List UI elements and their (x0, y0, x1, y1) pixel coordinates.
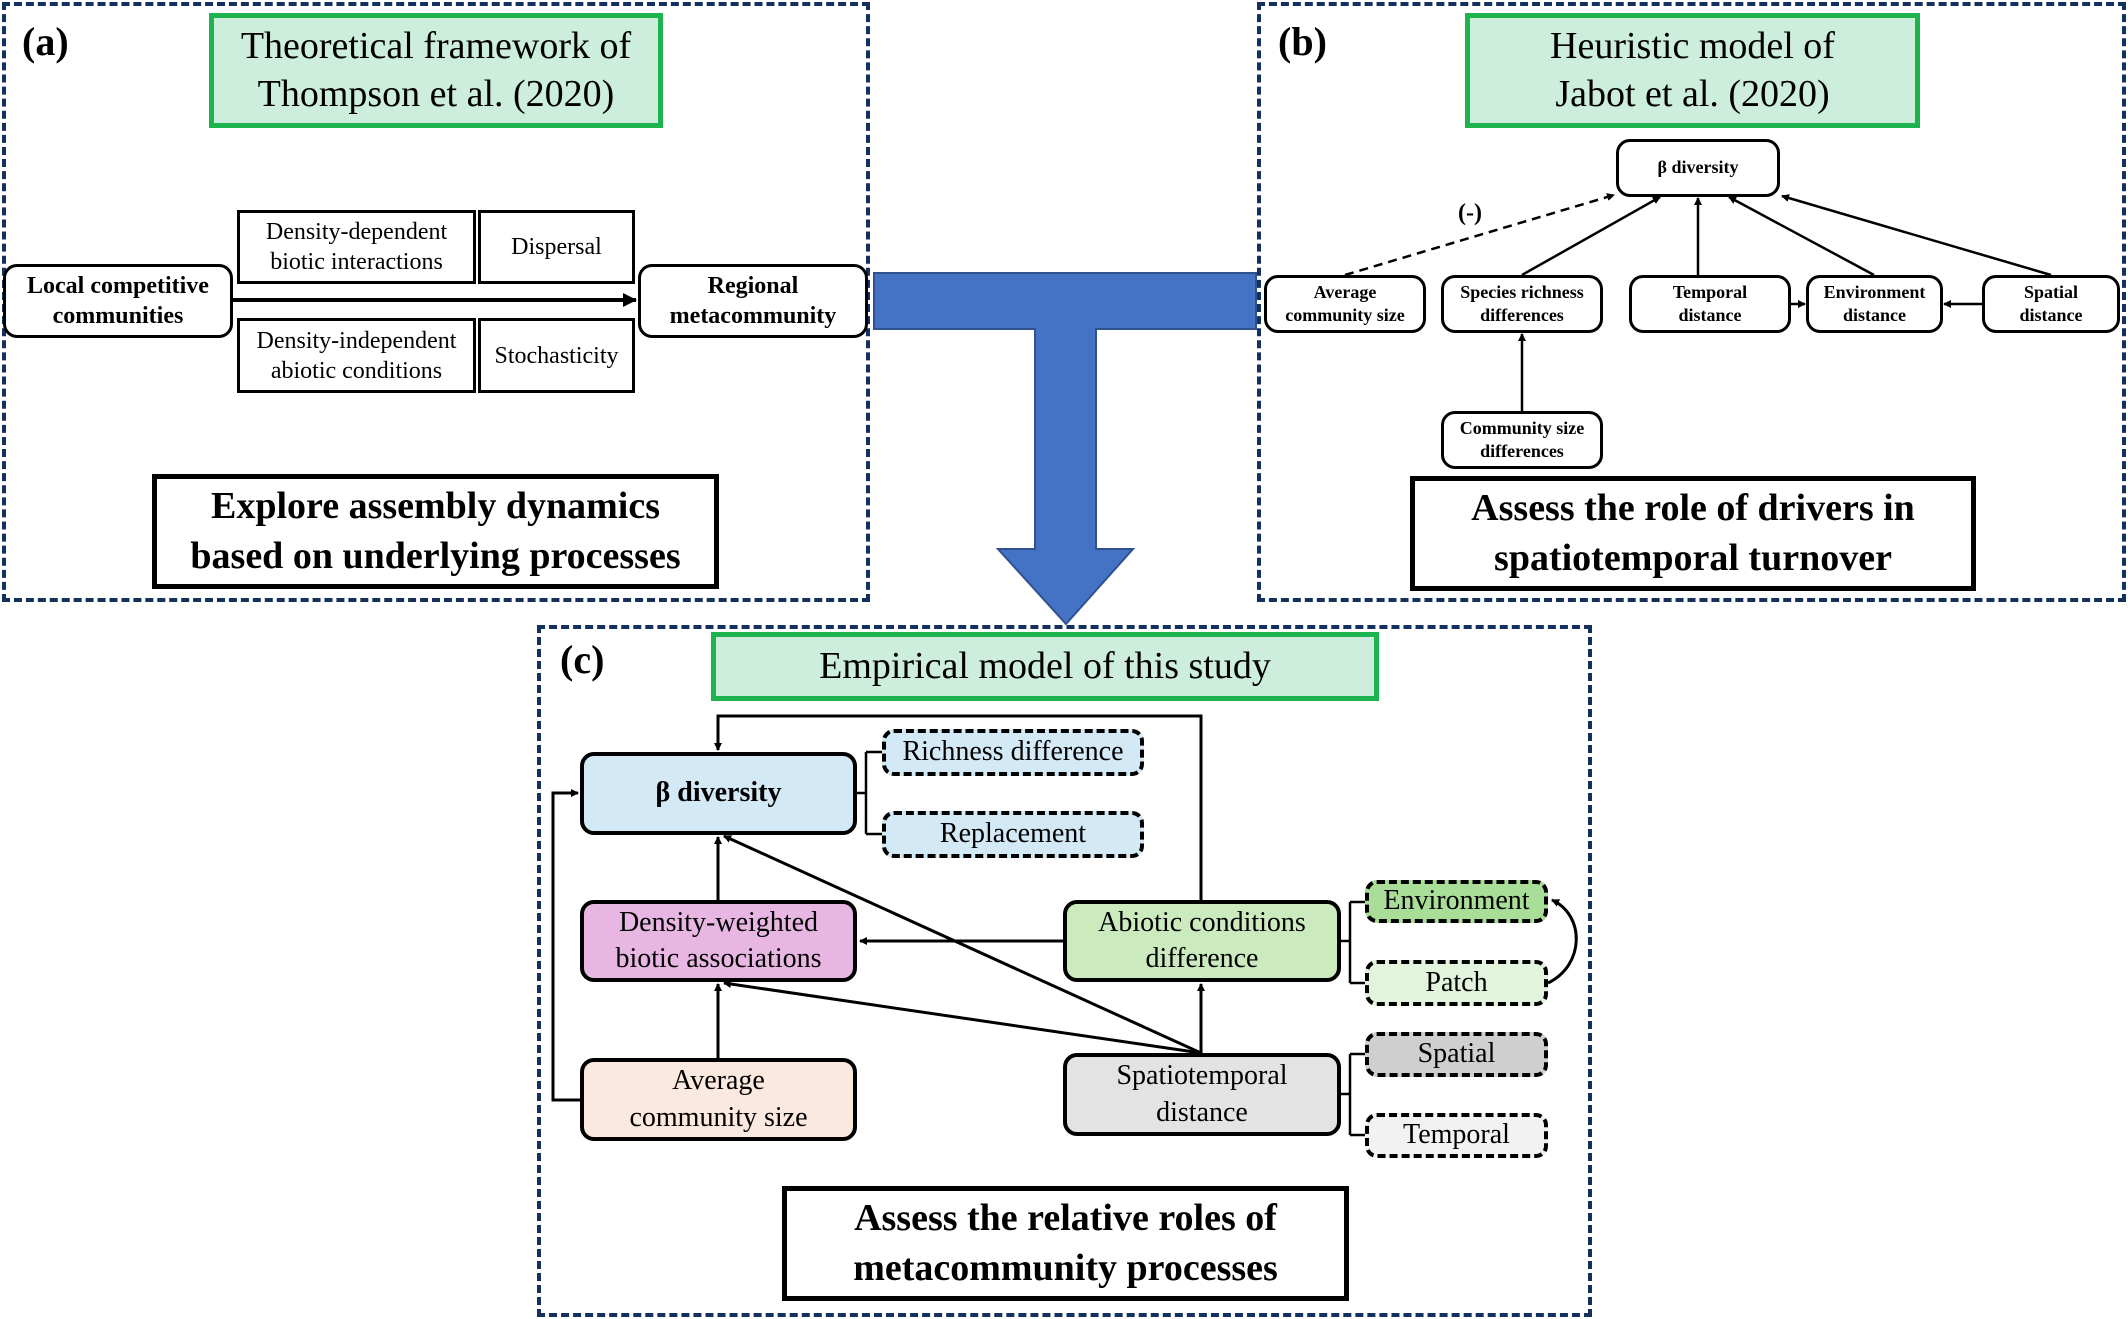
c-average-community-size-node: Average community size (580, 1058, 857, 1141)
panel-c-goal: Assess the relative roles of metacommuni… (782, 1186, 1349, 1301)
c-density-weighted-node: Density-weighted biotic associations (580, 900, 857, 982)
c-abiotic-conditions-node: Abiotic conditions difference (1063, 900, 1341, 982)
stochasticity-process: Stochasticity (478, 318, 635, 393)
panel-a-label: (a) (22, 19, 69, 64)
b-environment-distance-node: Environment distance (1806, 275, 1943, 333)
c-spatiotemporal-distance-node: Spatiotemporal distance (1063, 1053, 1341, 1136)
b-species-richness-node: Species richness differences (1441, 275, 1603, 333)
panel-a-goal: Explore assembly dynamics based on under… (152, 474, 719, 589)
c-richness-difference-component: Richness difference (882, 729, 1144, 776)
panel-a-title: Theoretical framework of Thompson et al.… (209, 13, 663, 128)
panel-c-label: (c) (560, 637, 605, 682)
c-spatial-component: Spatial (1365, 1032, 1548, 1077)
b-temporal-distance-node: Temporal distance (1629, 275, 1791, 333)
b-spatial-distance-node: Spatial distance (1982, 275, 2120, 333)
dispersal-process: Dispersal (478, 210, 635, 284)
b-average-community-size-node: Average community size (1264, 275, 1426, 333)
local-communities-node: Local competitive communities (3, 264, 233, 338)
b-beta-diversity-node: β diversity (1616, 139, 1780, 197)
panel-c-title: Empirical model of this study (711, 632, 1379, 701)
t-arrow-shape (873, 272, 1257, 626)
panel-b-label: (b) (1278, 19, 1327, 64)
panel-b-title: Heuristic model of Jabot et al. (2020) (1465, 13, 1920, 128)
density-dependent-process: Density-dependent biotic interactions (237, 210, 476, 284)
c-temporal-component: Temporal (1365, 1113, 1548, 1158)
c-patch-component: Patch (1365, 960, 1548, 1006)
c-beta-diversity-node: β diversity (580, 752, 857, 835)
panel-b-frame (1257, 2, 2126, 602)
c-environment-component: Environment (1365, 880, 1548, 923)
density-independent-process: Density-independent abiotic conditions (237, 318, 476, 393)
panel-c-frame (537, 625, 1592, 1317)
negative-effect-label: (-) (1458, 200, 1482, 226)
b-community-size-differences-node: Community size differences (1441, 411, 1603, 469)
panel-b-goal: Assess the role of drivers in spatiotemp… (1410, 476, 1976, 591)
c-replacement-component: Replacement (882, 811, 1144, 858)
regional-metacommunity-node: Regional metacommunity (638, 264, 868, 338)
